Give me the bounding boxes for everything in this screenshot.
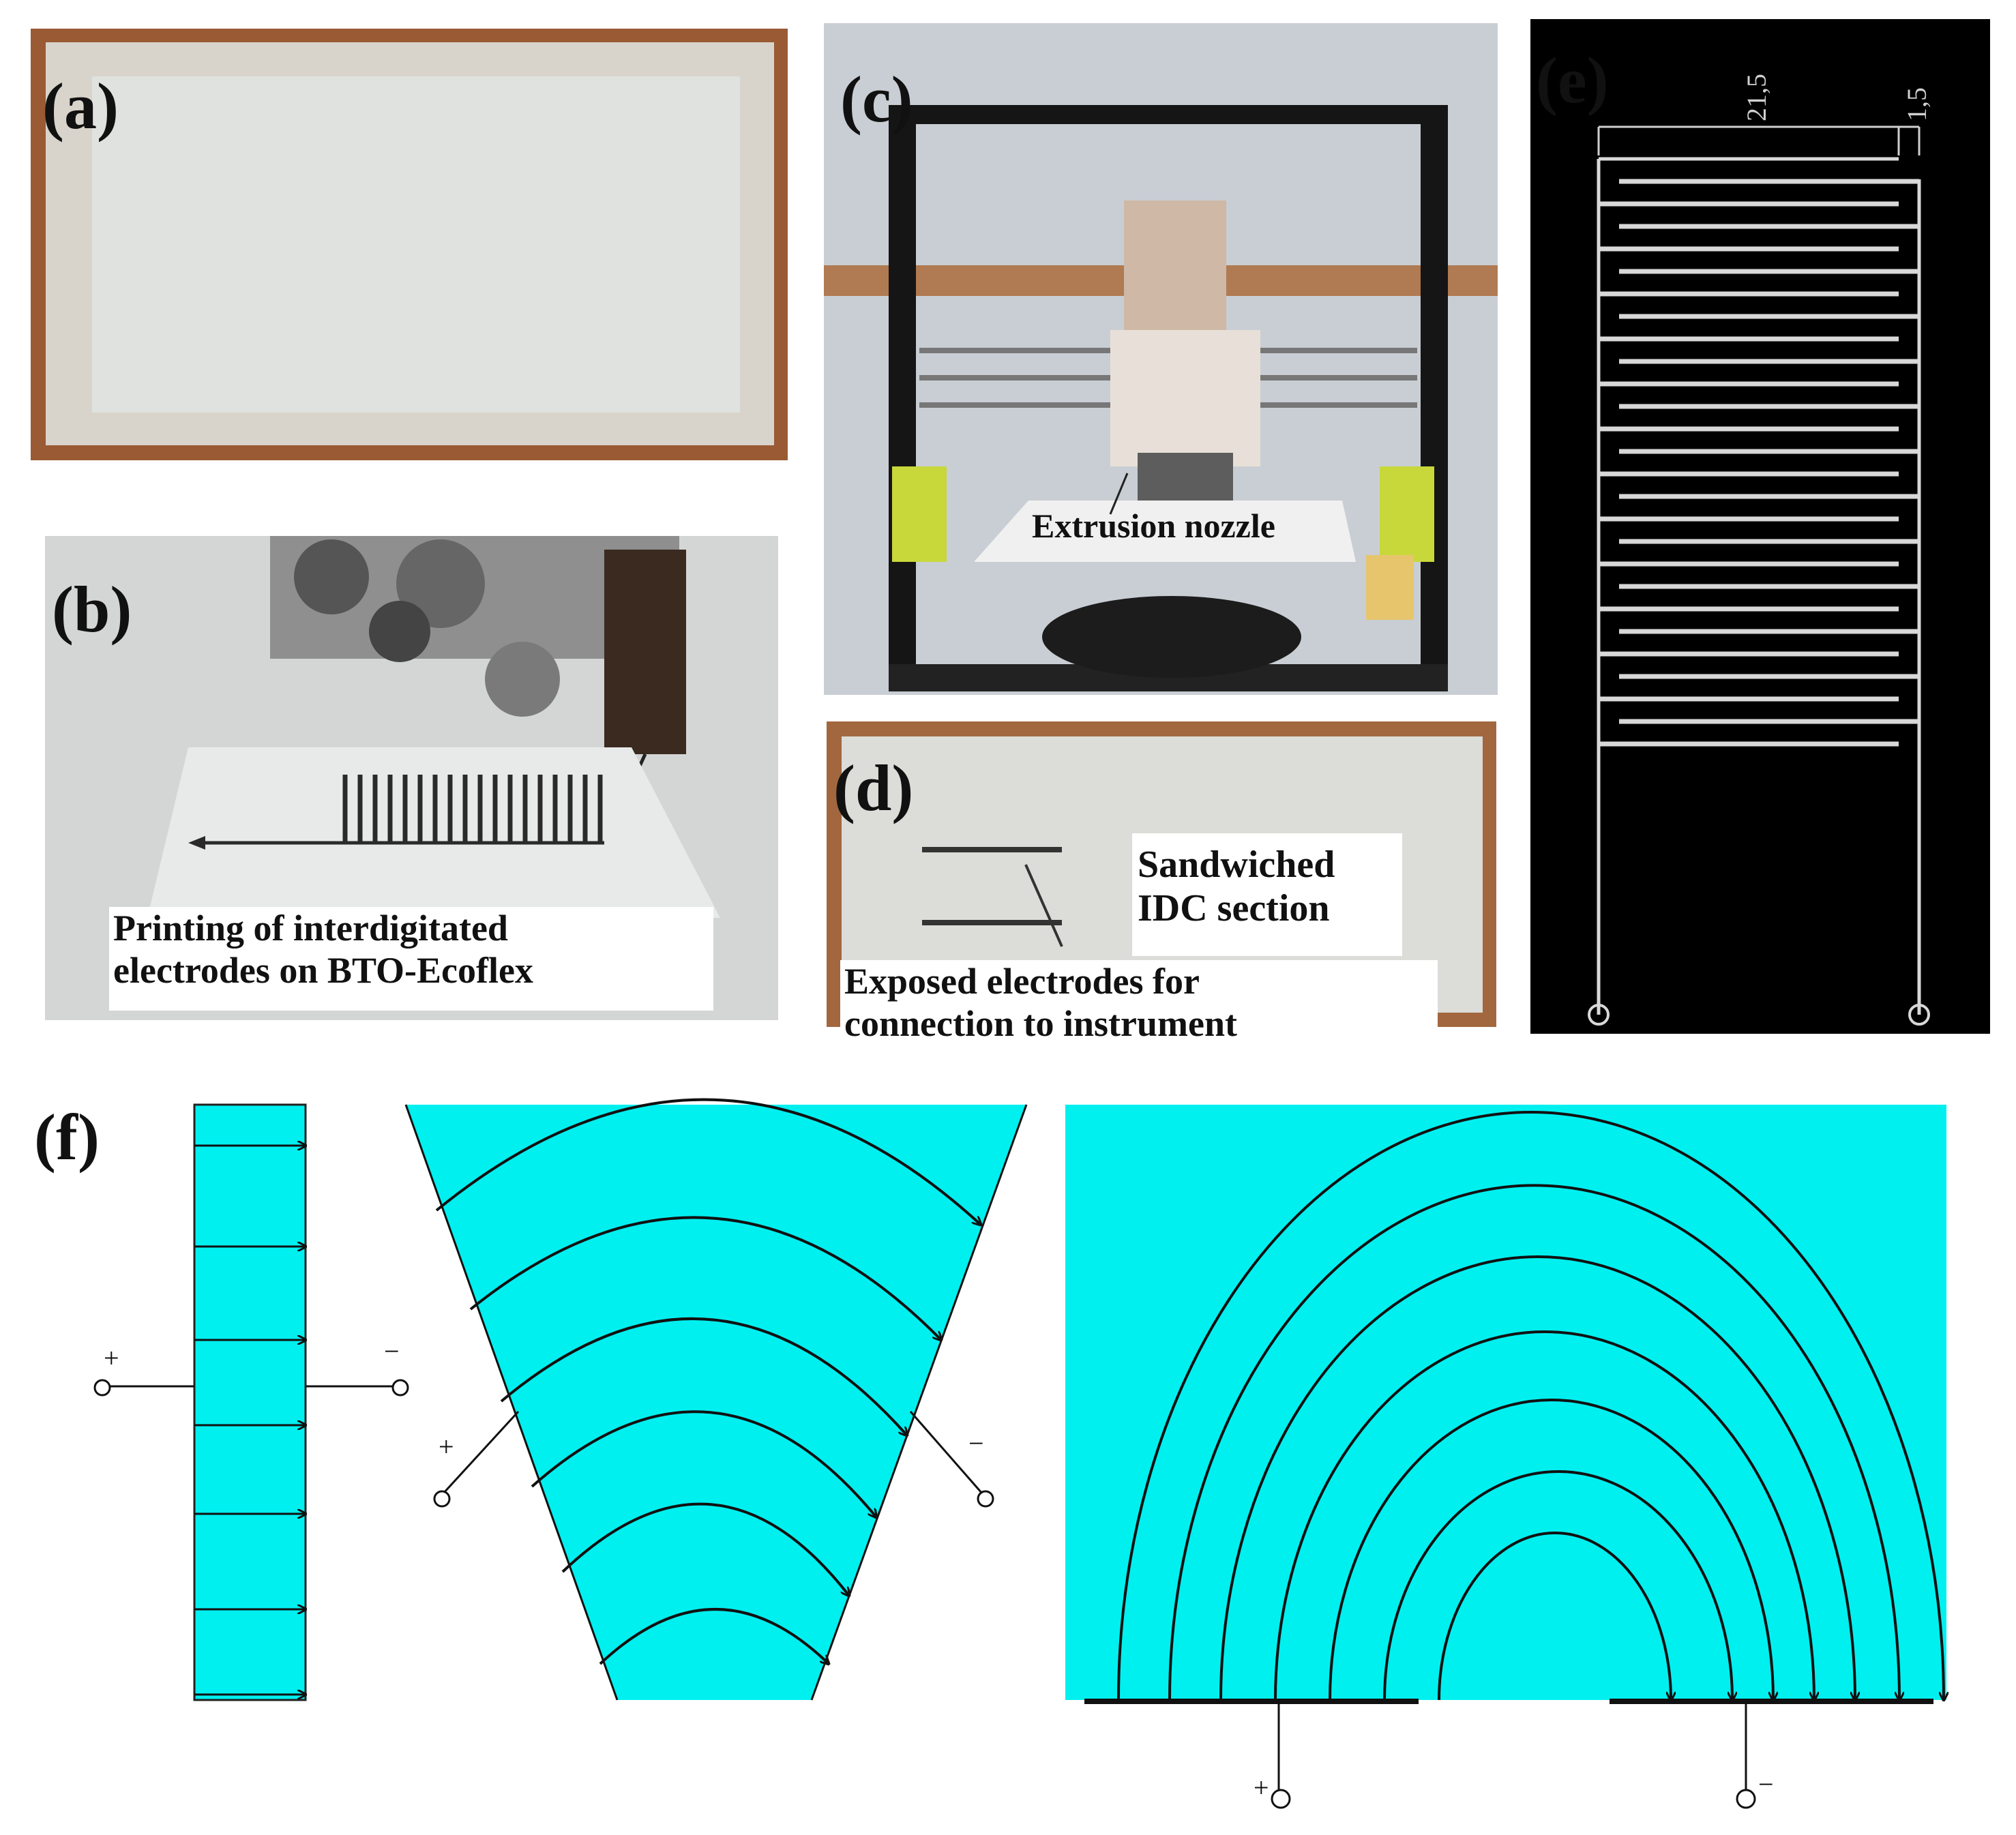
pp-plus: + [104, 1343, 119, 1373]
panel-a-photo [31, 29, 788, 460]
panel-f-field-diagrams: + − + − [93, 1098, 2016, 1809]
trap-minus: − [968, 1428, 984, 1459]
panel-e-label: (e) [1536, 44, 1609, 117]
idc-plus: + [1254, 1772, 1269, 1803]
parallel-plate-diagram: + − [93, 1103, 409, 1701]
panel-c-callout: Extrusion nozzle [1032, 507, 1275, 545]
panel-a-label: (a) [42, 70, 119, 143]
panel-f-label: (f) [34, 1101, 100, 1174]
coplanar-idc-diagram: + − [1065, 1105, 1946, 1809]
panel-e-dim-21-5: 21,5 [1741, 74, 1772, 121]
panel-b-caption: Printing of interdigitated electrodes on… [109, 907, 713, 1011]
panel-d-label: (d) [833, 751, 914, 824]
panel-b-caption-line2: electrodes on BTO-Ecoflex [113, 950, 533, 991]
panel-d-callout1-line2: IDC section [1138, 887, 1330, 930]
panel-d-callout2-line1: Exposed electrodes for [844, 961, 1200, 1002]
panel-e-dim-1-5: 1,5 [1901, 87, 1932, 121]
panel-e-drawing: 21,5 1,5 [1530, 19, 1990, 1034]
panel-b-caption-line1: Printing of interdigitated [113, 908, 508, 949]
panel-c-drawing [824, 23, 1498, 695]
pp-minus: − [384, 1336, 400, 1367]
panel-c-label: (c) [840, 63, 913, 136]
panel-d-callout-sandwiched: Sandwiched IDC section [1132, 833, 1402, 956]
panel-d-callout1-line1: Sandwiched [1138, 844, 1335, 886]
trap-plus: + [439, 1431, 454, 1462]
mold-surface [92, 76, 740, 413]
panel-b-label: (b) [52, 573, 132, 646]
idc-minus: − [1758, 1769, 1774, 1800]
panel-c-photo [824, 23, 1498, 695]
panel-e-idc-layout: 21,5 1,5 [1530, 19, 1990, 1034]
panel-b-photo [45, 536, 778, 1020]
fringe-trapezoid-diagram: + − [404, 1098, 1028, 1701]
panel-d-callout2-line2: connection to instrument [844, 1003, 1237, 1045]
panel-d-callout-exposed: Exposed electrodes for connection to ins… [840, 960, 1438, 1064]
